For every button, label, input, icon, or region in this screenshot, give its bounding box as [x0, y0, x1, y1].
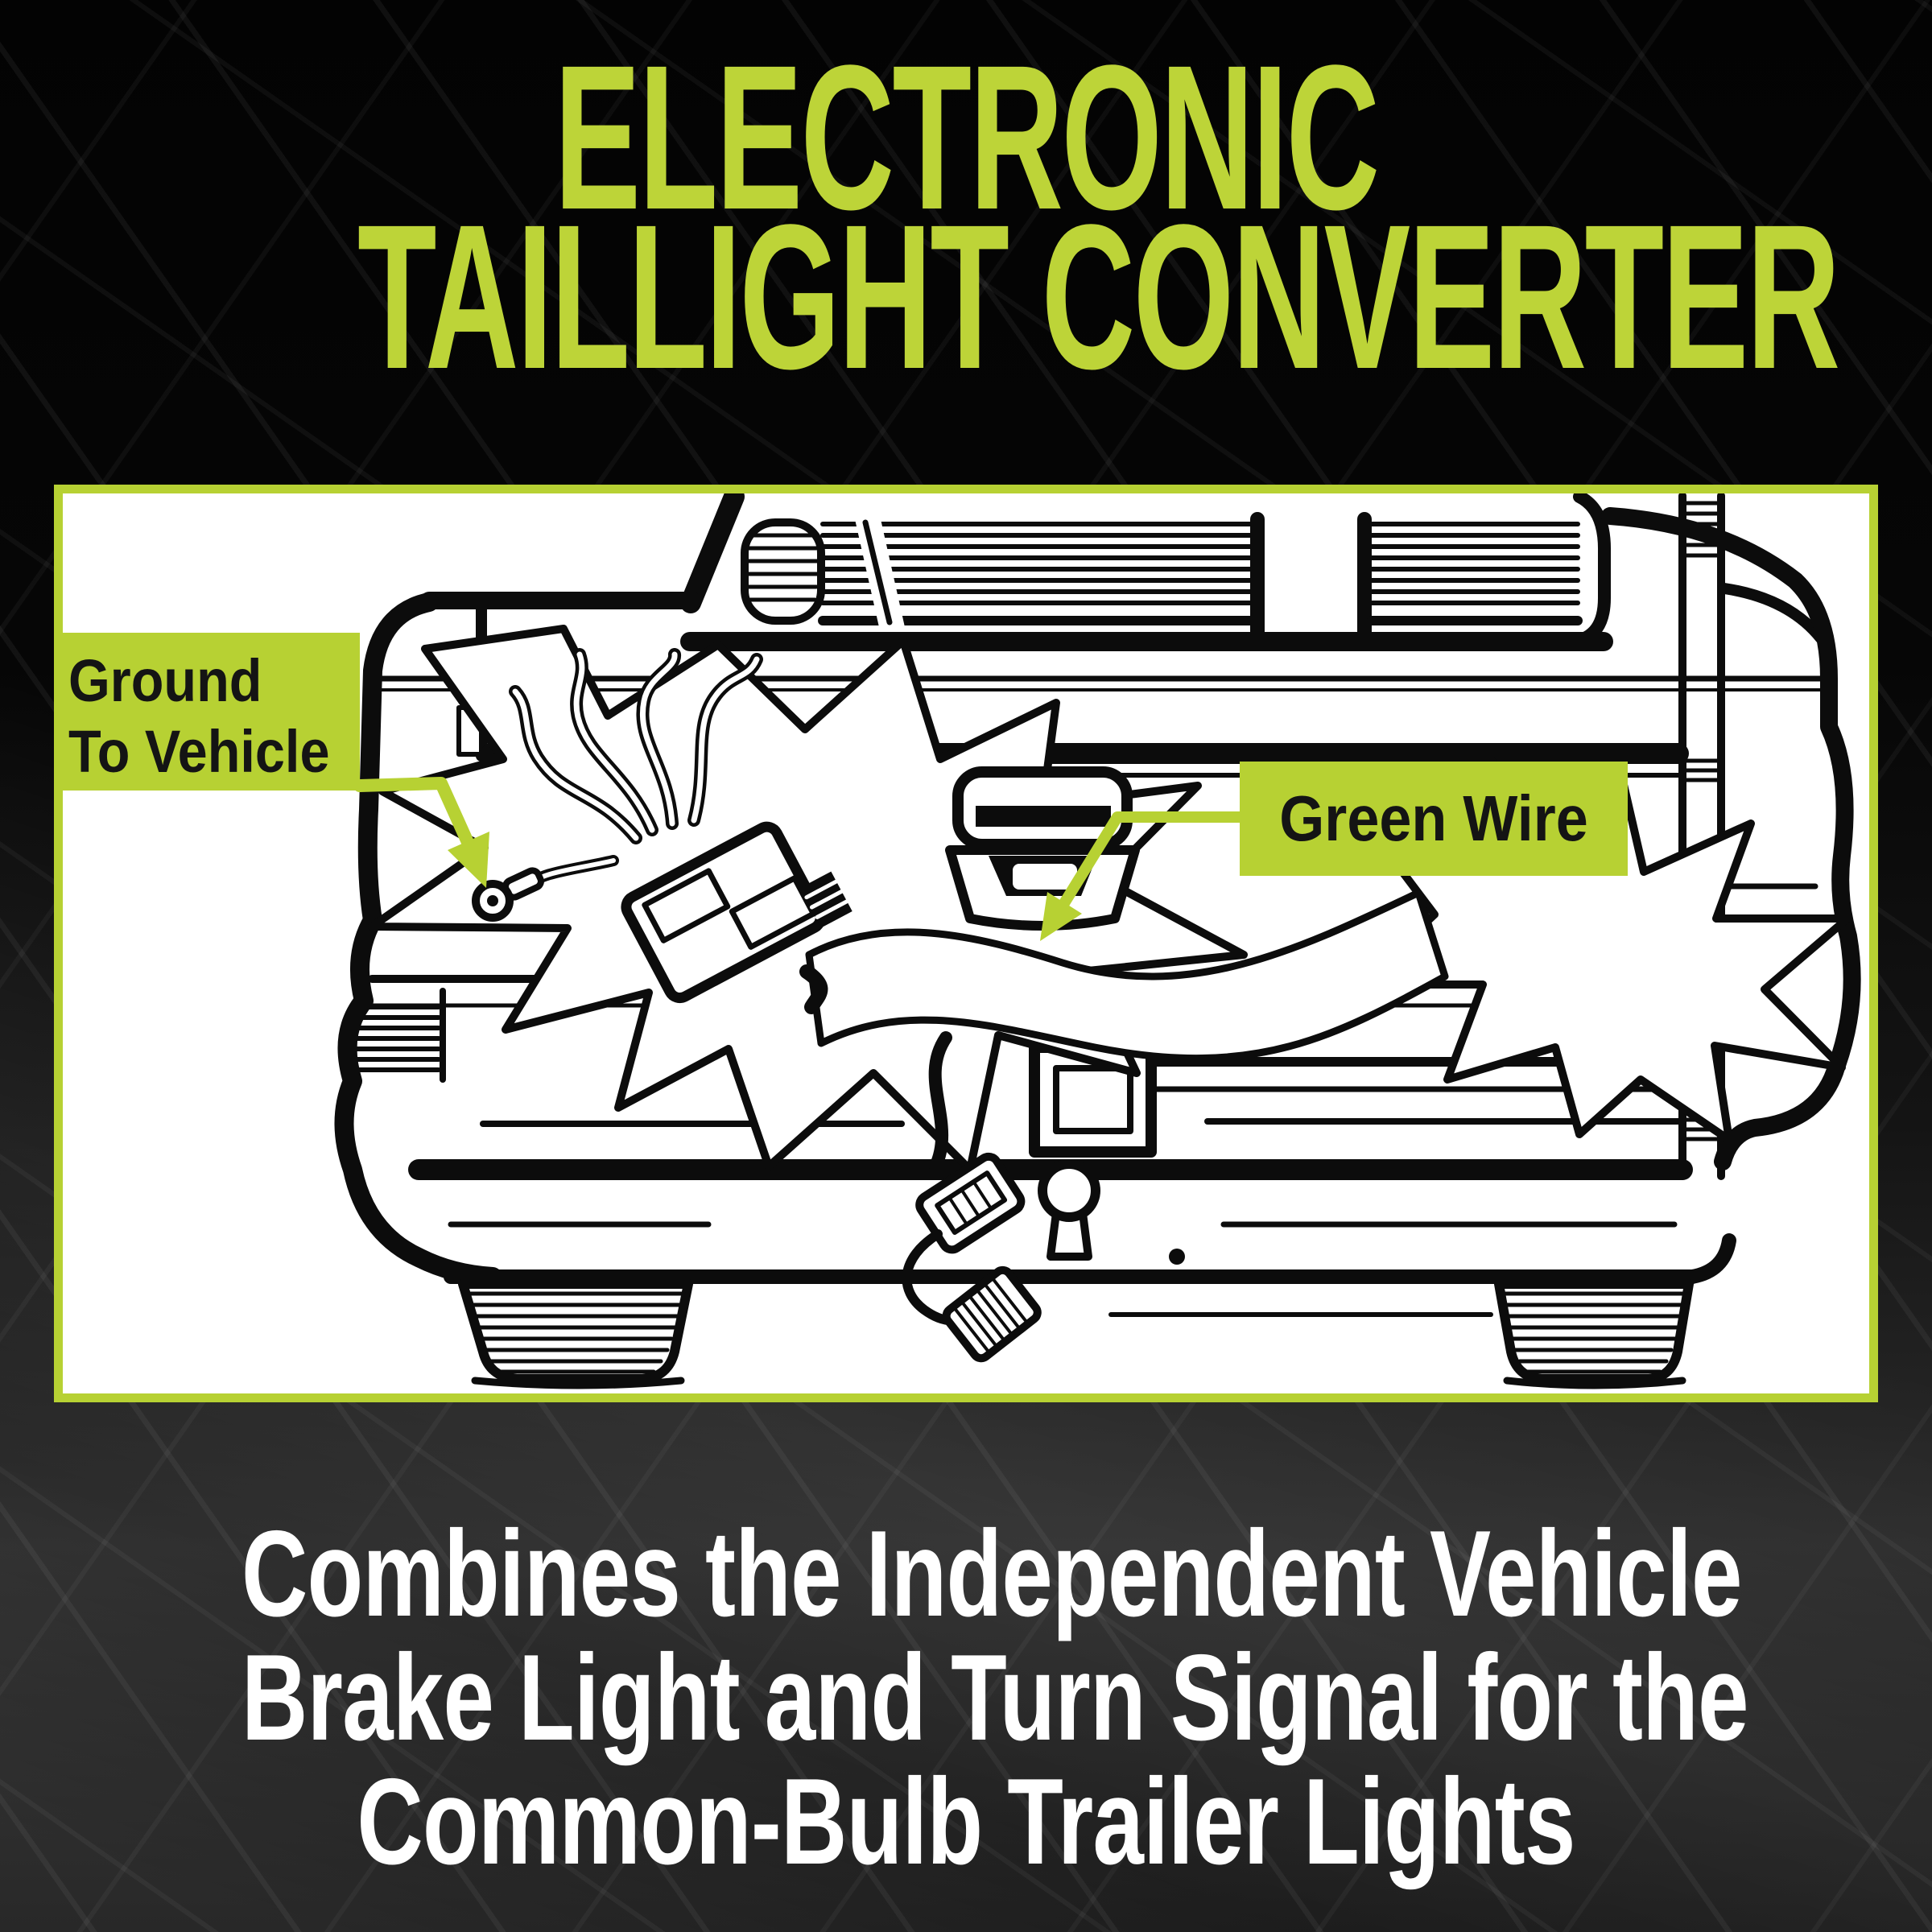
wiring-harness — [509, 648, 763, 892]
ground-ring-terminal — [472, 867, 544, 922]
green-wire-arrow-icon — [1040, 811, 1245, 941]
ground-label-line-2: To Vehicle — [68, 718, 330, 785]
ground-arrow-icon — [353, 777, 489, 888]
green-wire — [805, 889, 1449, 1173]
page-title: ELECTRONIC TAILLIGHT CONVERTER — [0, 23, 1932, 412]
title-line-1: ELECTRONIC — [554, 23, 1380, 253]
taillight-converter-box — [621, 821, 852, 1014]
green-wire-label: Green Wire — [1240, 762, 1628, 876]
hitch-ball — [1038, 1159, 1100, 1261]
four-pin-connector — [902, 1152, 1042, 1363]
green-wire-label-text: Green Wire — [1279, 782, 1588, 854]
left-wheel — [458, 1279, 693, 1389]
caption-line-3: Common-Bulb Trailer Lights — [357, 1753, 1575, 1890]
caption: Combines the Independent Vehicle Brake L… — [0, 1512, 1932, 1884]
caption-line-2: Brake Light and Turn Signal for the — [242, 1629, 1748, 1766]
truck-rear-diagram — [334, 493, 1861, 1389]
ground-label-line-1: Ground — [68, 647, 262, 714]
caption-line-1: Combines the Independent Vehicle — [242, 1505, 1742, 1642]
truck-diagram-panel — [54, 485, 1878, 1402]
tailgate-handle — [945, 766, 1140, 931]
ground-to-vehicle-label: Ground To Vehicle — [54, 633, 360, 791]
right-wheel — [1494, 1279, 1694, 1389]
title-line-2: TAILLIGHT CONVERTER — [357, 182, 1840, 412]
rear-window-louvers — [741, 512, 1583, 642]
connector-drop-wire — [928, 1031, 952, 1173]
left-taillight — [349, 988, 446, 1083]
